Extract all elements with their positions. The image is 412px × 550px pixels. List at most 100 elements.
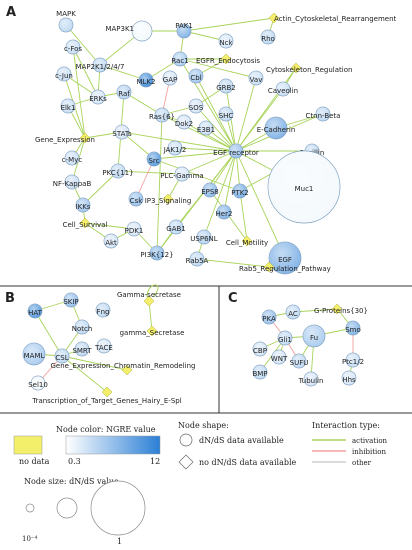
node-caveolin[interactable]: Caveolin xyxy=(268,81,298,97)
node-gab1[interactable]: GAB1 xyxy=(166,219,186,235)
node-gsec1[interactable]: Gamma-secretase xyxy=(117,291,181,307)
node-hhs[interactable]: Hhs xyxy=(341,370,357,386)
stats-sheen xyxy=(115,125,129,139)
node-cellsurv[interactable]: Cell_Survival xyxy=(63,217,108,229)
cmyc-label: c-Myc xyxy=(62,156,83,164)
node-rho[interactable]: Rho xyxy=(260,29,276,45)
node-map2k[interactable]: MAP2K1/2/4/7 xyxy=(76,57,125,73)
node-sufu[interactable]: SUFU xyxy=(290,353,309,369)
node-e3b1[interactable]: E3B1 xyxy=(197,120,215,136)
node-hat[interactable]: HAT xyxy=(27,303,43,319)
node-smrt[interactable]: SMRT xyxy=(72,341,92,357)
ecad-sheen xyxy=(265,117,287,139)
node-src[interactable]: Src xyxy=(146,151,162,167)
node-nck[interactable]: Nck xyxy=(218,33,234,49)
node-jak12[interactable]: JAK1/2 xyxy=(163,140,187,156)
node-her2[interactable]: Her2 xyxy=(216,204,233,220)
node-ac[interactable]: AC xyxy=(285,304,301,320)
node-pi3k[interactable]: PI3K{12} xyxy=(140,245,174,261)
hairy-diamond xyxy=(101,386,113,398)
node-rac1[interactable]: Rac1 xyxy=(171,51,189,67)
node-raf[interactable]: Raf xyxy=(116,84,132,100)
nfkb-sheen xyxy=(65,175,79,189)
node-cytoreg[interactable]: Cytoskeleton_Regulation xyxy=(266,62,352,74)
node-chromrem[interactable]: Gene_Expression_Chromatin_Remodeling xyxy=(50,362,196,376)
node-ip3[interactable]: IP3_Signaling xyxy=(145,193,192,205)
node-cmyc[interactable]: c-Myc xyxy=(62,150,83,166)
node-mlk2[interactable]: MLK2 xyxy=(137,72,156,88)
node-ikks[interactable]: IKKs xyxy=(76,197,91,213)
node-sos[interactable]: SOS xyxy=(188,98,204,114)
node-gsec2[interactable]: gamma_Secretase xyxy=(120,325,185,337)
stats-label: STATs xyxy=(112,130,132,138)
node-sel10[interactable]: Sel10 xyxy=(28,375,48,391)
node-egf[interactable]: EGF xyxy=(268,241,302,275)
node-vav[interactable]: Vav xyxy=(248,70,264,86)
node-ptk2[interactable]: PTK2 xyxy=(231,183,249,199)
node-csk[interactable]: Csk xyxy=(128,191,144,207)
node-elk1[interactable]: Elk1 xyxy=(61,98,76,114)
node-eps8[interactable]: EPS8 xyxy=(201,182,219,198)
actin-label: Actin_Cytoskeletal_Rearrangement xyxy=(274,15,397,23)
pkc-label: PKC{11} xyxy=(102,169,133,177)
node-wnt[interactable]: WNT xyxy=(271,349,288,365)
node-map3k1[interactable]: MAP3K1 xyxy=(105,20,153,42)
node-gli1[interactable]: Gli1 xyxy=(277,330,293,346)
dok2-label: Dok2 xyxy=(175,120,193,128)
node-stats[interactable]: STATs xyxy=(112,124,132,140)
node-tubulin[interactable]: Tubulin xyxy=(298,371,324,387)
node-geneexp[interactable]: Gene_Expression xyxy=(35,132,95,144)
node-gprot[interactable]: G-Proteins{30} xyxy=(314,303,368,315)
node-mapk[interactable]: MAPK xyxy=(56,10,76,33)
node-ptc12[interactable]: Ptc1/2 xyxy=(342,352,364,368)
node-plcg[interactable]: PLC-Gamma xyxy=(160,166,204,182)
node-pka[interactable]: PKA xyxy=(261,309,277,325)
node-dok2[interactable]: Dok2 xyxy=(175,114,193,130)
node-bmp[interactable]: BMP xyxy=(252,364,268,380)
node-cbp[interactable]: CBP xyxy=(252,341,268,357)
node-erks[interactable]: ERKs xyxy=(89,89,107,105)
node-cellmot[interactable]: Cell_Motility xyxy=(226,235,268,247)
node-ecad[interactable]: E-Cadherin xyxy=(257,116,296,140)
edge-egfr-sos xyxy=(195,105,237,152)
smrt-sheen xyxy=(75,342,89,356)
pka-label: PKA xyxy=(262,315,276,323)
ac-label: AC xyxy=(288,310,298,318)
fu-label: Fu xyxy=(310,334,318,342)
node-pdk1[interactable]: PDK1 xyxy=(125,221,144,237)
node-cjun[interactable]: c-Jun xyxy=(55,66,73,82)
node-cbl[interactable]: Cbl xyxy=(188,68,204,84)
node-smo[interactable]: Smo xyxy=(345,320,361,336)
node-maml[interactable]: MAML xyxy=(22,342,46,366)
node-muc1[interactable]: Muc1 xyxy=(267,150,341,224)
node-hairy[interactable]: Transcription_of_Target_Genes_Hairy_E-Sp… xyxy=(31,386,182,405)
node-fu[interactable]: Fu xyxy=(302,324,326,348)
node-grb2[interactable]: GRB2 xyxy=(216,78,236,94)
node-fng[interactable]: Fng xyxy=(95,302,111,318)
edge-gsec1-self xyxy=(146,284,159,298)
node-tace[interactable]: TACE xyxy=(94,338,113,354)
node-egfrendo[interactable]: EGFR_Endocytosis xyxy=(196,53,260,65)
eps8-label: EPS8 xyxy=(201,188,219,196)
node-ras[interactable]: Ras{6} xyxy=(149,107,175,123)
node-rab5a[interactable]: Rab5A xyxy=(186,251,209,267)
smo-label: Smo xyxy=(345,326,361,334)
node-nfkb[interactable]: NF-KappaB xyxy=(53,174,92,190)
node-cfos[interactable]: c-Fos xyxy=(64,39,82,55)
node-actin[interactable]: Actin_Cytoskeletal_Rearrangement xyxy=(268,12,397,24)
node-ctnnbeta[interactable]: Ctnn-Beta xyxy=(306,106,341,122)
node-shc[interactable]: SHC xyxy=(218,106,234,122)
node-pak1[interactable]: PAK1 xyxy=(175,22,193,39)
node-notch[interactable]: Notch xyxy=(72,319,93,335)
node-skip[interactable]: SKIP xyxy=(63,292,79,308)
node-csl[interactable]: CSL xyxy=(54,348,70,364)
node-usp6nl[interactable]: USP6NL xyxy=(190,229,218,245)
edge-egfr-vav xyxy=(235,77,257,152)
node-rab5reg[interactable]: Rab5_Regulation_Pathway xyxy=(239,261,331,273)
node-pkc[interactable]: PKC{11} xyxy=(102,163,134,179)
rab5reg-label: Rab5_Regulation_Pathway xyxy=(239,265,331,273)
ctnnbeta-sheen xyxy=(316,107,330,121)
node-egfr[interactable]: EGF receptor xyxy=(213,143,259,159)
node-akt[interactable]: Akt xyxy=(103,233,119,249)
node-gap[interactable]: GAP xyxy=(162,70,178,86)
